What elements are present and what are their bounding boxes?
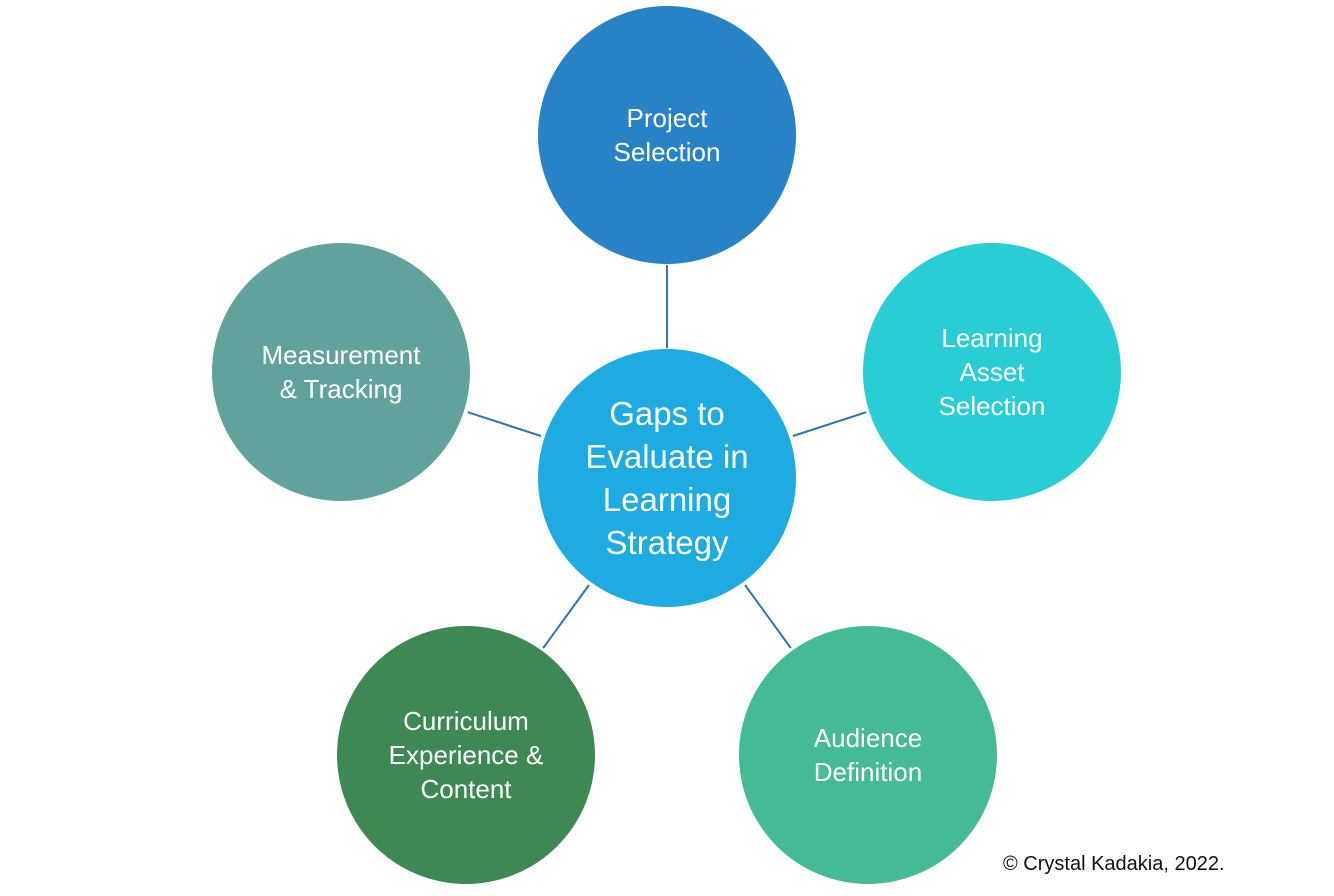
node-label: Audience Definition [813, 723, 923, 787]
connector-audience-definition [744, 584, 792, 649]
connector-measurement-tracking [467, 411, 542, 437]
connector-project-selection [666, 265, 668, 348]
node-learning-asset-selection: Learning Asset Selection [863, 243, 1121, 501]
node-label: Curriculum Experience & Content [388, 706, 544, 804]
copyright-text: © Crystal Kadakia, 2022. [1003, 853, 1225, 875]
connector-curriculum-experience-content [542, 584, 590, 649]
node-label: Learning Asset Selection [938, 323, 1046, 421]
node-curriculum-experience-content: Curriculum Experience & Content [337, 626, 595, 884]
node-audience-definition: Audience Definition [739, 626, 997, 884]
node-label: Measurement & Tracking [261, 340, 421, 404]
center-node-label: Gaps to Evaluate in Learning Strategy [585, 395, 749, 561]
node-project-selection: Project Selection [538, 6, 796, 264]
node-measurement-tracking: Measurement & Tracking [212, 243, 470, 501]
connector-learning-asset-selection [792, 411, 867, 437]
node-label: Project Selection [613, 103, 721, 167]
center-node: Gaps to Evaluate in Learning Strategy [538, 349, 796, 607]
